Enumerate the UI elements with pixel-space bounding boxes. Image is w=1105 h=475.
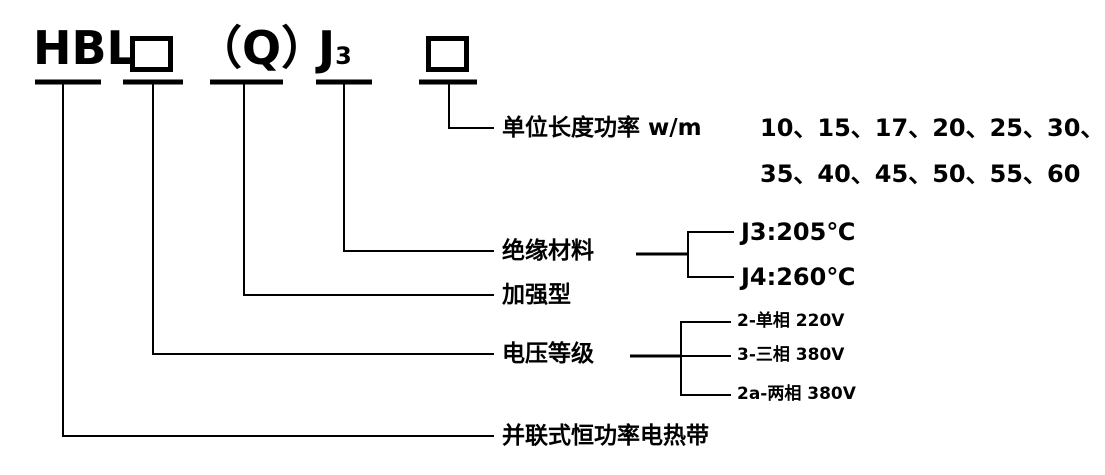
leader-product (62, 84, 494, 437)
power-per-length-label: 单位长度功率 w/m (502, 115, 702, 141)
insulation-code: J3 (318, 25, 352, 71)
power-values-row1: 10、15、17、20、25、30、 (760, 114, 1105, 142)
leader-power (448, 84, 494, 129)
power-values-row2: 35、40、45、50、55、60 (760, 160, 1081, 188)
insulation-option-j4: J4:260℃ (741, 263, 856, 291)
reinforced-label: 加强型 (502, 282, 571, 308)
insulation-material-label: 绝缘材料 (502, 238, 594, 264)
product-name-label: 并联式恒功率电热带 (502, 423, 709, 449)
insulation-bracket (687, 231, 734, 278)
insulation-code-main: J (318, 21, 336, 75)
reinforced-code: （Q） (196, 21, 328, 75)
leader-insulation (343, 84, 494, 252)
voltage-level-label: 电压等级 (502, 341, 594, 367)
insulation-code-sub: 3 (335, 42, 352, 70)
voltage-option-two-phase: 2a-两相 380V (737, 384, 856, 404)
leader-voltage (152, 84, 494, 355)
voltage-option-single-phase: 2-单相 220V (737, 311, 845, 331)
voltage-option-three-phase: 3-三相 380V (737, 345, 845, 365)
voltage-bracket (680, 321, 731, 396)
code-prefix: HBL (33, 21, 136, 75)
insulation-option-j3: J3:205℃ (741, 218, 856, 246)
voltage-code-box (130, 36, 173, 72)
power-code-box (426, 36, 469, 72)
leader-reinforced (243, 84, 494, 296)
